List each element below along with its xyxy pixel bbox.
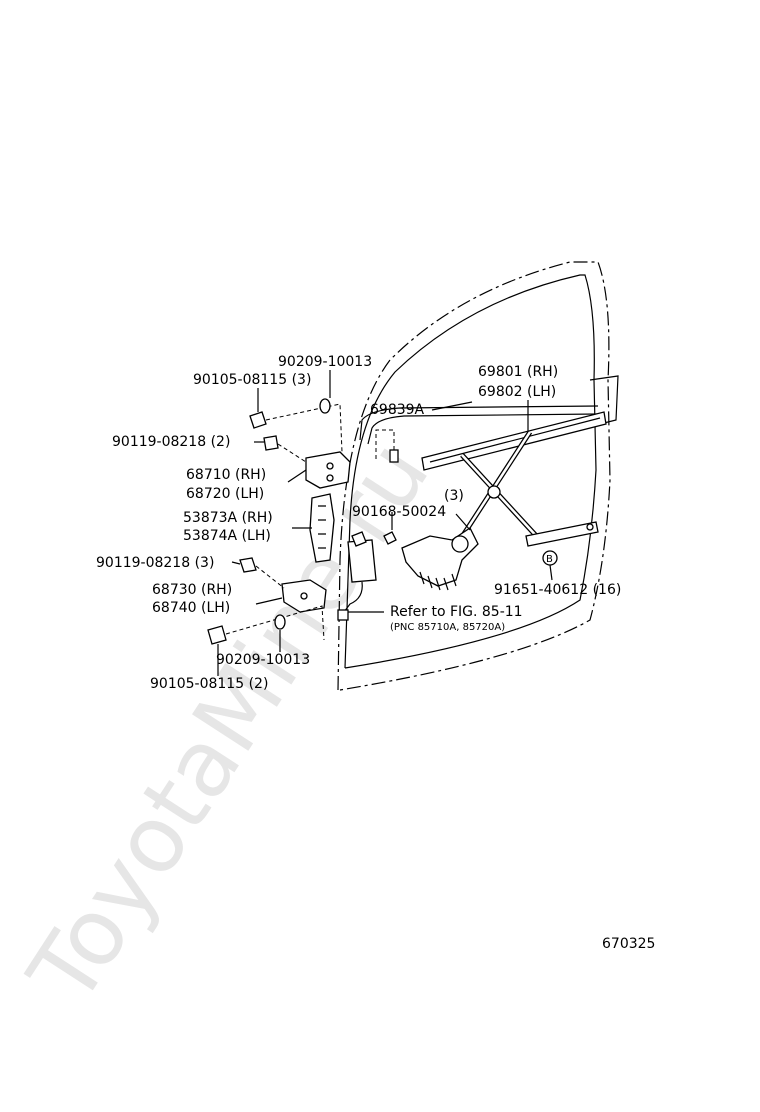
screw-90168	[383, 531, 397, 545]
door-belt	[589, 375, 619, 425]
door-outline	[337, 261, 611, 691]
bolt-90119-bot	[239, 557, 257, 573]
bolt-90119-top	[263, 435, 279, 451]
label-90209-top: 90209-10013	[278, 354, 372, 370]
label-69802: 69802 (LH)	[478, 384, 556, 400]
label-90168: 90168-50024	[352, 504, 446, 520]
label-69839: 69839A	[370, 402, 425, 418]
clip-69839	[389, 449, 399, 463]
label-90119-top: 90119-08218 (2)	[112, 434, 230, 450]
upper-hinge	[305, 451, 351, 489]
label-53874: 53874A (LH)	[183, 528, 271, 544]
label-90119-bot: 90119-08218 (3)	[96, 555, 214, 571]
bolt-90105-bot	[207, 625, 227, 645]
regulator-rail	[421, 411, 607, 471]
bolt-90105-top	[249, 411, 267, 429]
label-68740: 68740 (LH)	[152, 600, 230, 616]
window-channel-2	[367, 413, 599, 445]
regulator-lower-rail	[525, 521, 599, 547]
regulator-pivot	[487, 485, 501, 499]
washer-90209-top	[319, 398, 331, 414]
label-90105-top: 90105-08115 (3)	[193, 372, 311, 388]
label-69801: 69801 (RH)	[478, 364, 558, 380]
label-68720: 68720 (LH)	[186, 486, 264, 502]
label-refer: Refer to FIG. 85-11	[390, 604, 523, 620]
figure-code: 670325	[602, 936, 655, 952]
label-91651: 91651-40612 (16)	[494, 582, 621, 598]
window-channel	[359, 405, 599, 441]
label-68710: 68710 (RH)	[186, 467, 266, 483]
washer-90209-bot	[274, 614, 286, 630]
label-90209-bot: 90209-10013	[216, 652, 310, 668]
label-90105-bot: 90105-08115 (2)	[150, 676, 268, 692]
label-90168-qty: (3)	[444, 488, 464, 504]
b-mark-label: B	[546, 554, 553, 565]
door-inner-frame	[344, 274, 597, 669]
door-check	[309, 493, 335, 563]
label-68730: 68730 (RH)	[152, 582, 232, 598]
label-53873: 53873A (RH)	[183, 510, 273, 526]
label-refer-pnc: (PNC 85710A, 85720A)	[390, 622, 505, 633]
window-motor	[347, 539, 377, 583]
